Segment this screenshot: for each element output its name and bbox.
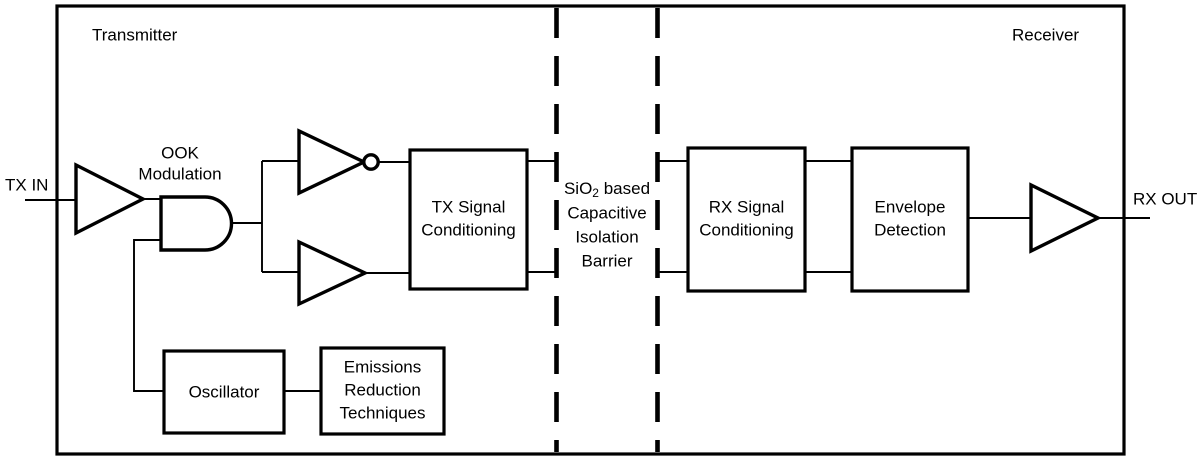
block-rx-signal-conditioning	[686, 146, 807, 293]
isolation-barrier-label-line1: SiO2 based	[564, 179, 650, 200]
tx-signal-conditioning-label-line2: Conditioning	[421, 220, 516, 239]
and-gate-ook-modulator-icon	[159, 195, 234, 252]
inverter-bubble-icon	[362, 153, 380, 171]
isolation-barrier-label-line2: Capacitive	[567, 203, 646, 222]
inverter-driver-icon	[297, 128, 368, 196]
input-buffer-amplifier-icon	[74, 162, 147, 236]
block-envelope-detection	[850, 146, 970, 293]
envelope-detection-label-line1: Envelope	[875, 197, 946, 216]
isolation-barrier-label-line4: Barrier	[581, 251, 632, 270]
block-tx-signal-conditioning	[408, 148, 529, 291]
envelope-detection-label-line2: Detection	[874, 220, 946, 239]
block-oscillator	[162, 349, 286, 435]
emissions-reduction-label-line1: Emissions	[344, 357, 421, 376]
barrier-sio2-subscript: 2	[592, 186, 599, 200]
rx-signal-conditioning-label-line1: RX Signal	[709, 197, 785, 216]
tx-in-port-label: TX IN	[5, 175, 48, 194]
system-boundary-frame	[55, 4, 1126, 456]
transmitter-section-label: Transmitter	[92, 25, 178, 44]
ook-modulation-label-line2: Modulation	[138, 164, 221, 183]
ook-modulation-label-line1: OOK	[161, 143, 199, 162]
rx-out-port-label: RX OUT	[1133, 189, 1197, 208]
buffer-driver-icon	[297, 239, 369, 307]
rx-signal-conditioning-label-line2: Conditioning	[699, 220, 794, 239]
isolation-barrier-label-line3: Isolation	[575, 227, 638, 246]
emissions-reduction-label-line2: Reduction	[344, 380, 421, 399]
oscillator-label: Oscillator	[189, 382, 260, 401]
and-gate-lower-input-wire	[133, 239, 165, 392]
barrier-sio2-suffix: based	[599, 179, 650, 198]
output-buffer-amplifier-icon	[1029, 182, 1102, 254]
barrier-sio2-prefix: SiO	[564, 179, 592, 198]
receiver-section-label: Receiver	[1012, 25, 1079, 44]
emissions-reduction-label-line3: Techniques	[339, 403, 425, 422]
block-emissions-reduction-techniques	[319, 346, 446, 436]
tx-signal-conditioning-label-line1: TX Signal	[432, 197, 506, 216]
